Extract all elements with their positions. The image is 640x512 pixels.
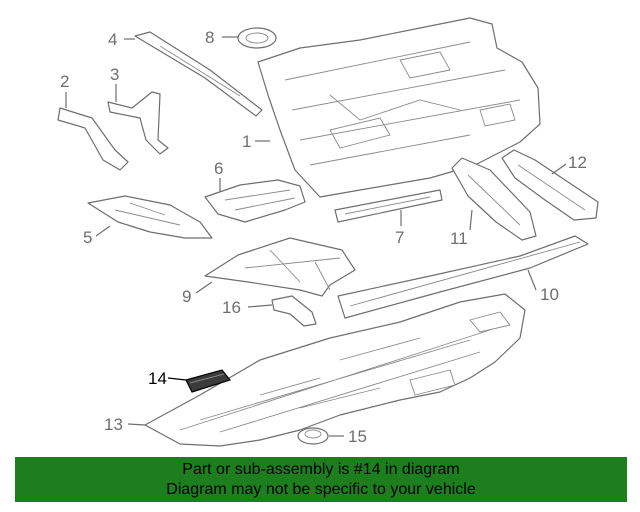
part-11-side-member [451,157,537,241]
part-16-bracket [271,295,317,327]
callout-4: 4 [108,30,117,49]
callout-1: 1 [242,132,251,151]
callout-5: 5 [83,228,92,247]
callout-11: 11 [450,229,468,248]
callout-9: 9 [182,287,191,306]
part-15-grommet [297,427,329,445]
callout-3: 3 [110,65,119,84]
part-4-strip [134,31,263,117]
callout-14: 14 [148,369,167,388]
part-6-crossmember [204,179,306,223]
part-9-panel [204,237,356,297]
part-13-underbody-shield [144,293,526,447]
callout-6: 6 [214,159,223,178]
callout-12: 12 [568,153,587,172]
part-5-panel [87,195,213,239]
part-2-bracket [57,107,129,171]
callout-7: 7 [395,228,404,247]
part-10-rocker [337,235,589,319]
leader-lines [65,36,567,437]
info-banner: Part or sub-assembly is #14 in diagram D… [15,457,627,502]
callout-numbers: 4 8 2 3 1 6 5 7 11 12 9 10 16 14 13 15 [60,28,587,446]
callout-8: 8 [205,28,214,47]
part-8-plug [237,27,277,49]
callout-13: 13 [104,415,123,434]
part-12-side-member [501,149,599,221]
callout-10: 10 [540,285,559,304]
callout-16: 16 [222,298,241,317]
part-3-bracket [107,91,169,155]
part-14-highlighted-pad [185,369,232,393]
parts-diagram: 4 8 2 3 1 6 5 7 11 12 9 10 16 14 13 15 [57,17,599,447]
callout-15: 15 [348,427,367,446]
banner-line-2: Diagram may not be specific to your vehi… [166,481,476,498]
part-7-rail [334,189,443,223]
part-1-floor-pan [257,17,541,198]
banner-line-1: Part or sub-assembly is #14 in diagram [182,461,460,478]
callout-2: 2 [60,72,69,91]
